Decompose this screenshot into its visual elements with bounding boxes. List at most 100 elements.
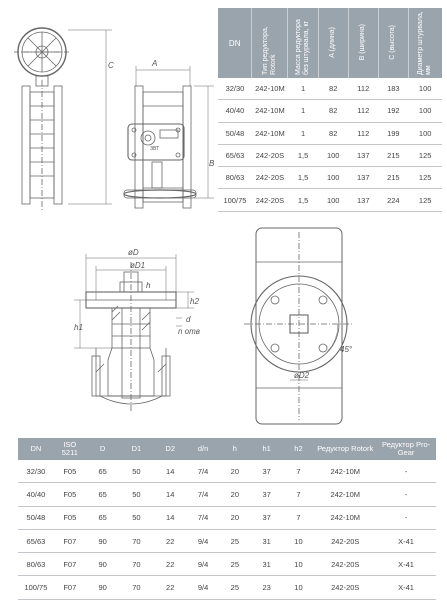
table-cell: 192 [378,99,409,123]
column-header: DN [18,438,54,460]
table-cell: 125 [408,166,442,190]
table-cell: 82 [318,78,349,101]
table-header-row: DN ISO 5211 D D1 D2 d/n h h1 h2 Редуктор… [18,438,436,460]
table-cell: 37 [250,506,283,530]
table-cell: X-41 [376,552,436,577]
dimension-label-h: h [146,281,151,290]
column-header: ISO 5211 [53,438,86,460]
dimension-label-c: C [108,61,114,70]
table-cell: 22 [153,575,188,600]
table-cell: 242-20S [251,166,288,190]
table-cell: - [376,506,436,530]
table-cell: 65 [85,460,120,484]
table-cell: 7 [282,460,315,484]
dimension-label-angle: 45° [340,345,353,354]
table-cell: 137 [348,188,379,212]
front-view-drawing [14,27,112,210]
table-cell: F07 [53,552,86,577]
table-cell: 100 [318,144,349,168]
table-cell: 10 [282,529,315,554]
table-cell: 40/40 [18,482,54,507]
table-cell: 20 [218,460,251,484]
gearbox-plate-label: ЗВТ [150,146,159,152]
table-cell: 199 [378,122,409,145]
table-cell: - [376,482,436,507]
table-cell: F07 [53,529,86,554]
table-cell: 242-10M [251,78,288,101]
table-cell: 100/75 [18,575,54,600]
table-cell: 9/4 [187,575,219,600]
table-cell: 80/63 [218,166,252,190]
table-cell: 31 [250,552,283,577]
dimension-label-h2: h2 [190,297,199,306]
table-cell: 22 [153,529,188,554]
table-cell: 242-10M [314,506,377,530]
table-cell: F05 [53,460,86,484]
table-cell: 50/48 [218,122,252,145]
table-cell: - [376,460,436,484]
table-cell: F05 [53,482,86,507]
table-cell: F07 [53,575,86,600]
column-header: d/n [187,438,219,460]
table-cell: 1 [287,99,319,123]
column-header: Диаметр штурвала, мм [408,8,442,78]
table-cell: 9/4 [187,552,219,577]
table-header-row: DN Тип редуктора, Rotork Масса редуктора… [218,8,442,78]
flange-view-drawing [244,227,354,425]
table-cell: 23 [250,575,283,600]
table-cell: 100 [318,188,349,212]
table-cell: 90 [85,529,120,554]
side-view-drawing [123,66,214,209]
table-cell: 112 [348,99,379,123]
table-cell: 242-20S [314,552,377,577]
column-header: C (высота) [378,8,409,78]
table-cell: 183 [378,78,409,101]
table-cell: 20 [218,482,251,507]
table-cell: 100 [408,78,442,101]
table-cell: 100 [408,99,442,123]
column-header: DN [218,8,253,78]
table-cell: 90 [85,552,120,577]
table-cell: 242-20S [251,144,288,168]
column-header: Редуктор Pro-Gear [376,438,436,460]
table-cell: 242-10M [251,99,288,123]
table-cell: 65/63 [18,529,54,554]
table-cell: 7 [282,506,315,530]
table-cell: 100/75 [218,188,252,212]
table-cell: X-41 [376,529,436,554]
table-cell: 242-10M [314,460,377,484]
table-cell: 1 [287,122,319,145]
table-cell: 37 [250,460,283,484]
table-cell: 10 [282,575,315,600]
table-cell: 137 [348,166,379,190]
table-cell: 70 [119,575,154,600]
table-cell: 1 [287,78,319,101]
table-cell: 9/4 [187,529,219,554]
table-cell: 65 [85,506,120,530]
section-view-drawing [74,254,194,412]
table-cell: 242-10M [314,482,377,507]
table-cell: 90 [85,575,120,600]
dimension-label-n-holes: n отв [178,327,200,336]
dimension-label-d-small: d [186,315,191,324]
column-header: Редуктор Rotork [314,438,377,460]
column-header: h2 [282,438,315,460]
table-cell: 50/48 [18,506,54,530]
table-cell: 242-20S [314,529,377,554]
table-cell: 1,5 [287,188,319,212]
table-cell: 112 [348,122,379,145]
table-cell: 20 [218,506,251,530]
table-cell: 50 [119,460,154,484]
column-header: D2 [153,438,188,460]
top-spec-table: DN Тип редуктора, Rotork Масса редуктора… [218,8,442,212]
table-cell: 7 [282,482,315,507]
dimension-label-d2: øD2 [294,371,310,380]
table-cell: 65/63 [218,144,252,168]
